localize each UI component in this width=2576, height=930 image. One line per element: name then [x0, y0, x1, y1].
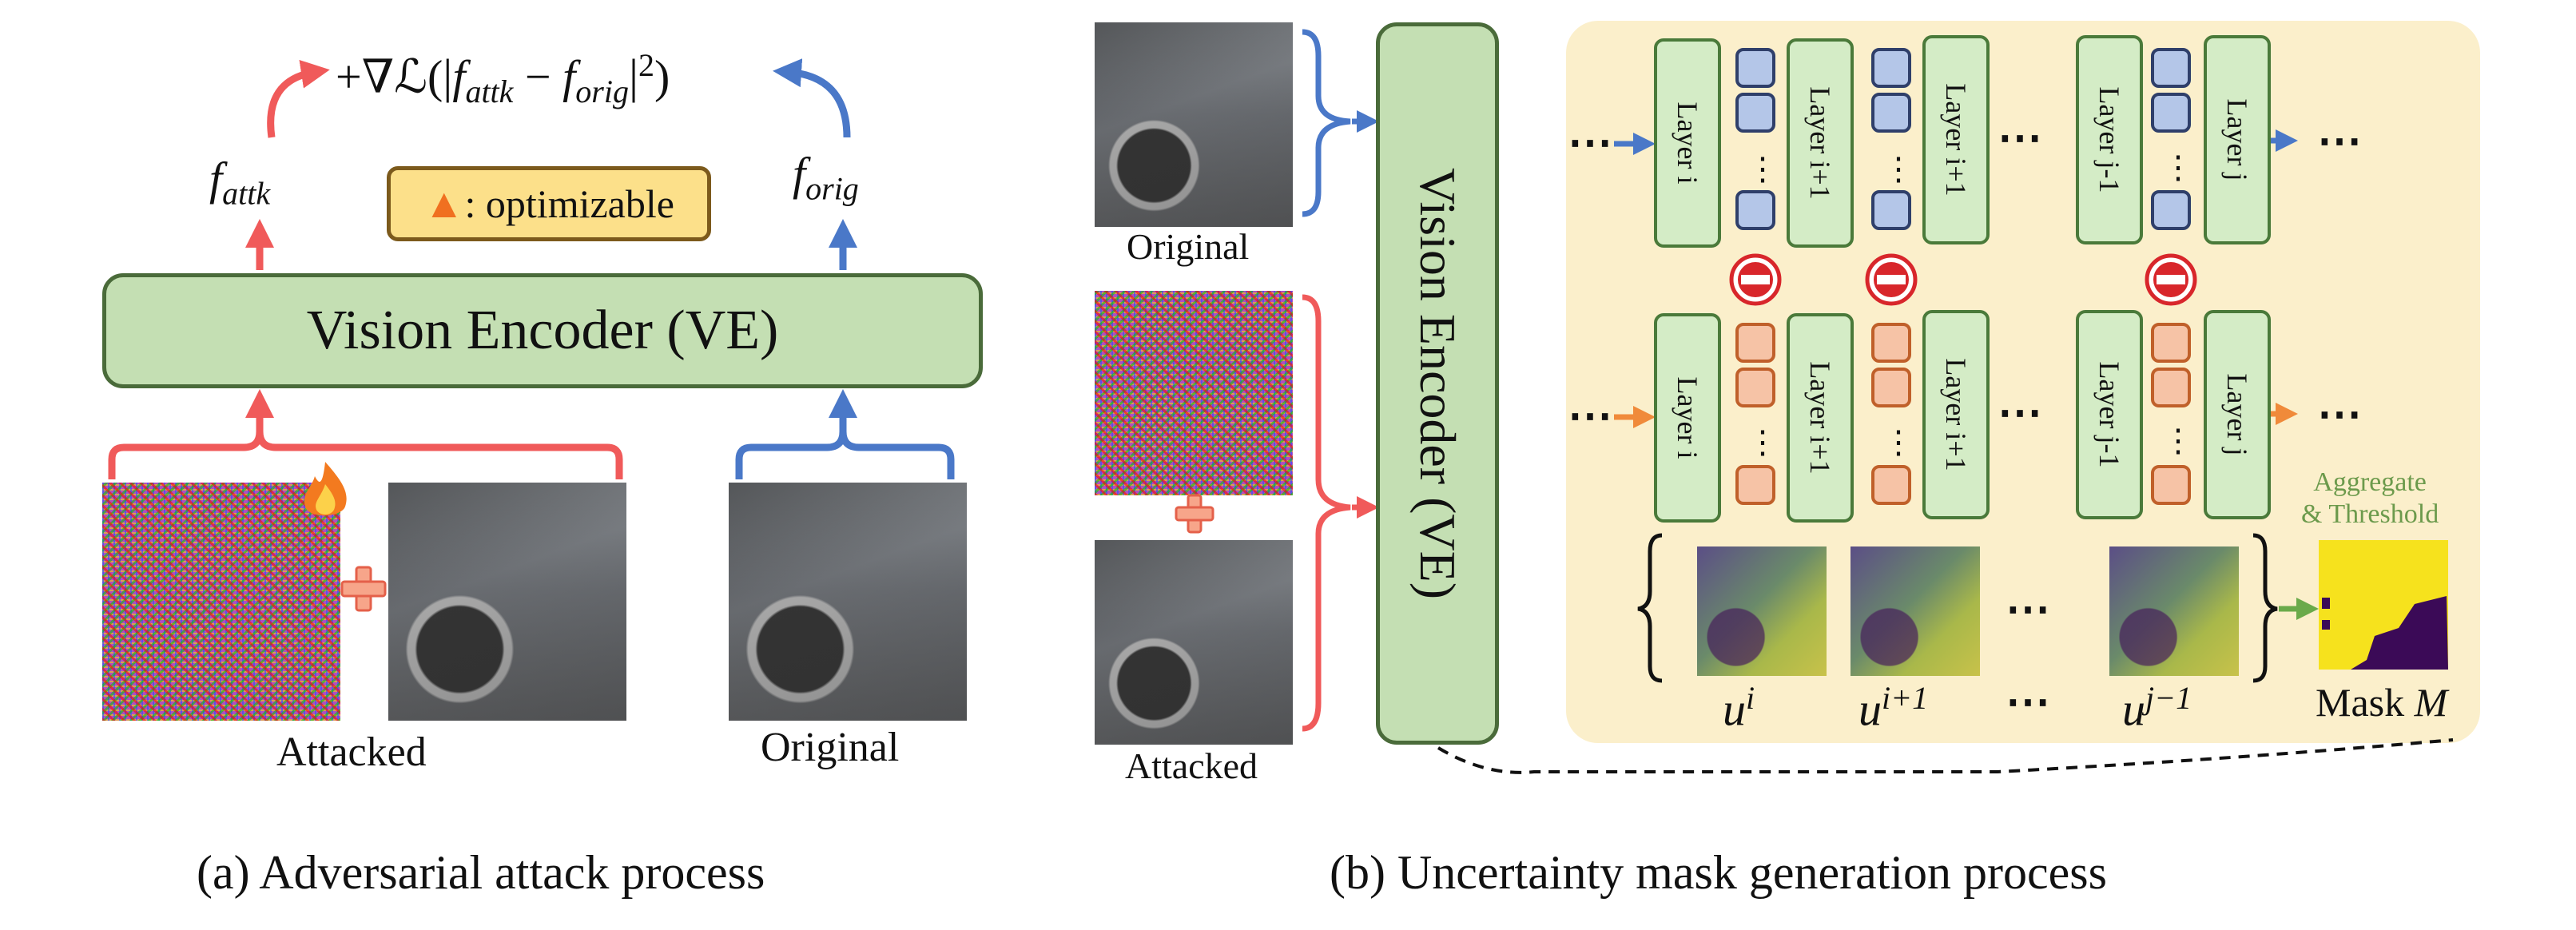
vdots-bottom-2: ⋮	[1882, 424, 1914, 460]
vdots-top-1: ⋮	[1747, 151, 1779, 187]
motorcycle-original-b	[1095, 22, 1293, 227]
feature-square-blue	[2151, 48, 2191, 88]
feature-square-orange	[2151, 465, 2191, 505]
vdots-top-3: ⋮	[2162, 149, 2194, 185]
uncertainty-map-1	[1697, 546, 1827, 676]
caption-a: (a) Adversarial attack process	[197, 846, 765, 899]
dashed-link	[1437, 738, 2454, 774]
noise-image-a	[102, 483, 340, 721]
feature-square-orange	[2151, 323, 2191, 363]
noise-image-b	[1095, 291, 1293, 495]
layer-top-2: Layer i+1	[1787, 38, 1854, 248]
vision-encoder-b: Vision Encoder (VE)	[1376, 22, 1499, 745]
ellipsis-bottom-mid: ⋯	[1998, 388, 2042, 438]
minus-icon	[1729, 253, 1782, 306]
ellipsis-bottom-right: ⋯	[2317, 390, 2362, 439]
layer-bottom-3: Layer i+1	[1922, 310, 1990, 519]
u-label-j1: uj−1	[2122, 680, 2192, 736]
attacked-label-a: Attacked	[276, 729, 427, 775]
aggregate-label: Aggregate & Threshold	[2301, 467, 2439, 529]
ellipsis-top-mid: ⋯	[1998, 113, 2042, 163]
ellipsis-top-left: ⋯	[1568, 118, 1612, 168]
attacked-bracket-arrow	[108, 399, 623, 479]
fire-icon	[297, 460, 353, 521]
caption-b: (b) Uncertainty mask generation process	[1330, 846, 2107, 899]
plus-icon-a	[340, 566, 387, 612]
layer-bottom-2: Layer i+1	[1787, 313, 1854, 523]
u-label-i1: ui+1	[1858, 680, 1929, 736]
loss-red-arrow	[267, 59, 330, 138]
vdots-bottom-1: ⋮	[1747, 424, 1779, 460]
panel-a-arrows	[108, 58, 955, 479]
feature-square-orange	[1871, 465, 1911, 505]
motorcycle-attacked-b	[1095, 540, 1293, 745]
uncertainty-map-2	[1851, 546, 1980, 676]
attacked-brace	[1302, 294, 1351, 732]
feature-square-blue	[1871, 48, 1911, 88]
layer-bottom-4: Layer j-1	[2076, 310, 2143, 519]
feature-square-blue	[2151, 190, 2191, 230]
original-label-b: Original	[1127, 226, 1250, 267]
f-attk-label: fattk	[209, 153, 271, 212]
uncertainty-map-3	[2109, 546, 2239, 676]
ellipsis-bottom-left: ⋯	[1568, 391, 1612, 441]
fire-icon: ▲	[423, 181, 465, 227]
layer-bottom-5: Layer j	[2204, 310, 2271, 519]
layer-top-1: Layer i	[1654, 38, 1721, 248]
feature-square-orange	[1735, 465, 1775, 505]
ellipsis-maps: ⋯	[2006, 585, 2050, 634]
plus-icon-b	[1175, 494, 1214, 534]
layer-top-5: Layer j	[2204, 35, 2271, 244]
motorcycle-original-a	[729, 483, 967, 721]
optimizable-legend: ▲ : optimizable	[387, 166, 711, 241]
layer-bottom-1: Layer i	[1654, 313, 1721, 523]
feature-square-blue	[1735, 190, 1775, 230]
feature-square-orange	[1735, 368, 1775, 407]
feature-square-orange	[1735, 323, 1775, 363]
feature-square-blue	[1735, 48, 1775, 88]
minus-icon	[1865, 253, 1918, 306]
feature-square-blue	[1871, 190, 1911, 230]
uncertainty-brace-left	[1637, 533, 1663, 683]
feature-square-blue	[1871, 93, 1911, 133]
vision-encoder-a: Vision Encoder (VE)	[102, 273, 983, 388]
motorcycle-image-a	[388, 483, 626, 721]
minus-icon	[2145, 253, 2197, 306]
layer-top-4: Layer j-1	[2076, 35, 2143, 244]
ellipsis-u: ⋯	[2006, 678, 2050, 727]
attacked-label-b: Attacked	[1125, 745, 1258, 786]
vdots-bottom-3: ⋮	[2162, 423, 2194, 459]
feature-square-blue	[1735, 93, 1775, 133]
ellipsis-top-right: ⋯	[2317, 117, 2362, 166]
feature-square-blue	[2151, 93, 2191, 133]
uncertainty-brace-right	[2252, 533, 2278, 683]
mask-image	[2319, 540, 2448, 670]
feature-square-orange	[1871, 368, 1911, 407]
loss-formula: +∇ℒ(|fattk − forig|2)	[336, 47, 670, 109]
feature-columns	[1729, 48, 2197, 505]
vdots-top-2: ⋮	[1882, 151, 1914, 187]
f-orig-label: forig	[793, 148, 859, 207]
original-bracket-arrow	[735, 431, 955, 479]
mask-label: Mask M	[2316, 680, 2448, 725]
original-brace	[1302, 29, 1351, 217]
original-label-a: Original	[761, 725, 900, 770]
loss-blue-arrow	[773, 58, 851, 138]
feature-square-orange	[2151, 368, 2191, 407]
u-label-i: ui	[1723, 680, 1755, 736]
feature-square-orange	[1871, 323, 1911, 363]
layer-top-3: Layer i+1	[1922, 35, 1990, 244]
